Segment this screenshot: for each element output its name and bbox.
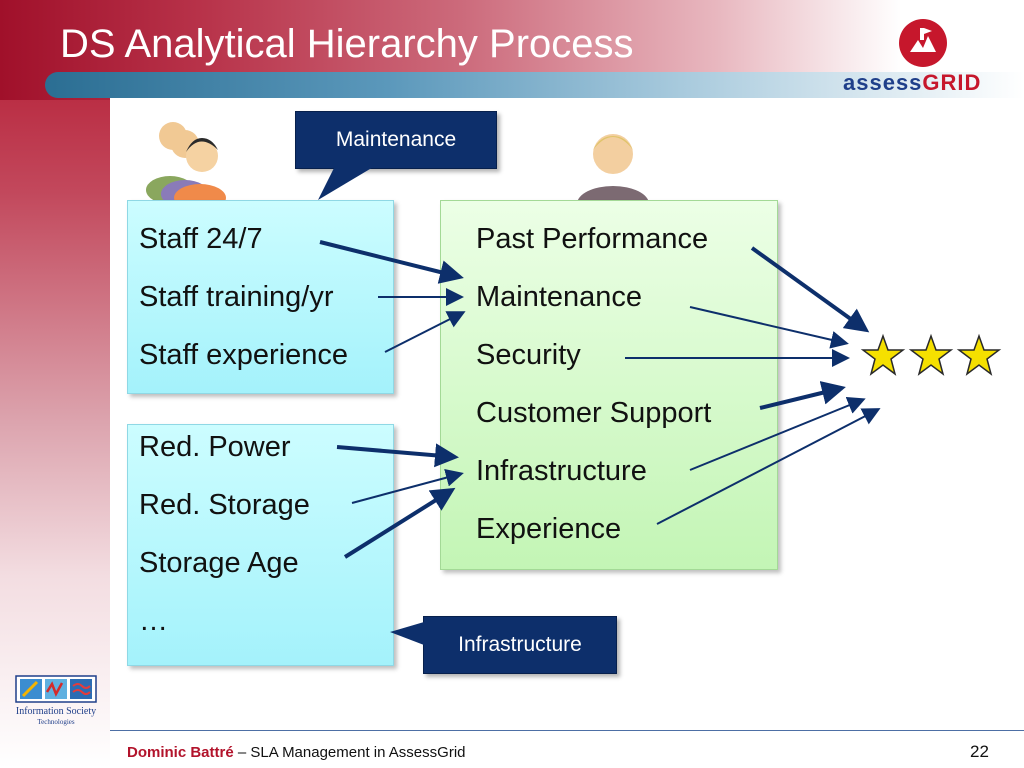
footer-text: Dominic Battré – SLA Management in Asses…: [127, 744, 466, 761]
footer-divider: [110, 730, 1024, 731]
storage-criteria-box: Red. Power Red. Storage Storage Age …: [127, 424, 394, 666]
information-society-logo-icon: [15, 675, 97, 703]
storage-item-power: Red. Power: [139, 431, 291, 463]
staff-item-training: Staff training/yr: [139, 281, 334, 313]
storage-item-age: Storage Age: [139, 547, 299, 579]
storage-item-storage: Red. Storage: [139, 489, 310, 521]
staff-item-experience: Staff experience: [139, 339, 349, 371]
footer-subtitle: SLA Management in AssessGrid: [250, 744, 466, 761]
storage-item-more: …: [139, 605, 168, 637]
criterion-infrastructure: Infrastructure: [476, 455, 647, 487]
ist-logo-line2: Technologies: [37, 718, 75, 726]
page-number: 22: [970, 742, 989, 761]
star-icon: [908, 333, 954, 376]
header-blue-bar: [45, 72, 1024, 98]
logo-text-assess: assess: [843, 70, 923, 95]
assessgrid-logo-text: assessGRID: [843, 70, 981, 96]
footer-separator: –: [233, 744, 251, 761]
main-criteria-box: Past Performance Maintenance Security Cu…: [440, 200, 778, 570]
star-icon: [860, 333, 906, 376]
assessgrid-logo-icon: [899, 19, 947, 67]
criterion-security: Security: [476, 339, 581, 371]
information-society-logo-text: Information Society Technologies: [4, 706, 108, 728]
maintenance-callout: Maintenance: [295, 111, 497, 169]
maintenance-callout-tail: [318, 166, 375, 200]
staff-criteria-box: Staff 24/7 Staff training/yr Staff exper…: [127, 200, 394, 394]
criterion-experience: Experience: [476, 513, 622, 545]
star-icon: [956, 333, 1002, 376]
logo-text-grid: GRID: [922, 70, 982, 95]
slide-title: DS Analytical Hierarchy Process: [60, 22, 634, 66]
staff-group-icon: [146, 122, 226, 203]
criterion-maintenance: Maintenance: [476, 281, 643, 313]
customer-icon: [577, 134, 649, 212]
ist-logo-line1: Information Society: [15, 706, 97, 717]
footer-author: Dominic Battré: [127, 744, 234, 761]
infrastructure-callout: Infrastructure: [423, 616, 617, 674]
left-stripe: [0, 0, 110, 768]
staff-item-24-7: Staff 24/7: [139, 223, 263, 255]
infrastructure-callout-tail: [390, 622, 424, 645]
criterion-customer-support: Customer Support: [476, 397, 712, 429]
criterion-past-performance: Past Performance: [476, 223, 709, 255]
